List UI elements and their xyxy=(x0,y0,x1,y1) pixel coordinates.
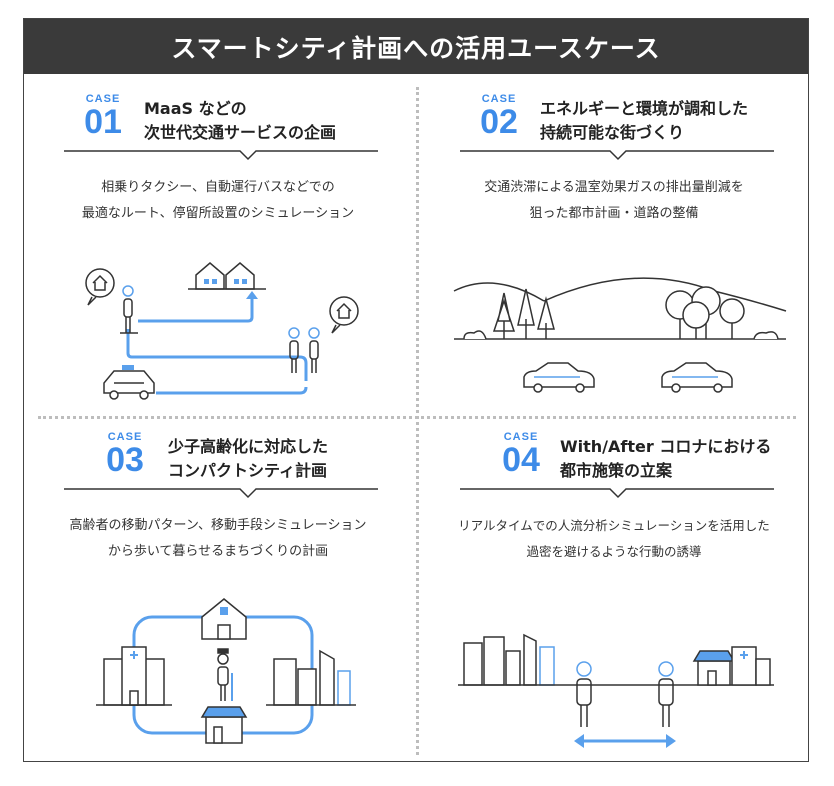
car-icon xyxy=(661,362,733,393)
building-icon xyxy=(266,649,356,706)
hospital-icon xyxy=(731,646,771,686)
environment-illustration xyxy=(453,277,787,393)
case-panel-04: CASE 04 With/After コロナにおける 都市施策の立案 リアルタイ… xyxy=(434,429,794,749)
infographic-frame: スマートシティ計画への活用ユースケース CASE 01 MaaS などの 次世代… xyxy=(23,18,809,762)
case-badge: CASE 01 xyxy=(68,93,138,139)
house-icon xyxy=(85,268,115,306)
case-title-line2: 持続可能な街づくり xyxy=(540,123,685,142)
case-title: 少子高齢化に対応した コンパクトシティ計画 xyxy=(168,435,328,483)
crowd-avoidance-illustration xyxy=(458,633,774,748)
case-description: リアルタイムでの人流分析シミュレーションを活用した 過密を避けるような行動の誘導 xyxy=(444,513,784,565)
case-label: CASE xyxy=(85,93,121,105)
tree-icon xyxy=(463,288,555,340)
case-title-line2: コンパクトシティ計画 xyxy=(168,461,328,480)
case-badge: CASE 02 xyxy=(464,93,534,139)
shop-icon xyxy=(200,706,248,744)
title-underline xyxy=(64,488,378,499)
case-label: CASE xyxy=(481,93,517,105)
desc-line2: 狙った都市計画・道路の整備 xyxy=(529,206,699,221)
people-icon xyxy=(288,327,320,373)
title-underline xyxy=(460,150,774,161)
car-icon xyxy=(523,362,595,393)
case-panel-01: CASE 01 MaaS などの 次世代交通サービスの企画 相乗りタクシー、自動… xyxy=(38,91,398,411)
person-icon xyxy=(576,661,592,727)
case-title: エネルギーと環境が調和した 持続可能な街づくり xyxy=(540,97,748,145)
route-line xyxy=(126,299,308,395)
distance-arrow-icon xyxy=(574,734,676,748)
hills xyxy=(453,277,787,340)
case-badge: CASE 04 xyxy=(486,431,556,477)
case-number: 03 xyxy=(106,441,144,479)
house-icon xyxy=(201,598,247,640)
case-number: 02 xyxy=(480,103,518,141)
case-title: MaaS などの 次世代交通サービスの企画 xyxy=(144,97,336,145)
case-title: With/After コロナにおける 都市施策の立案 xyxy=(560,435,771,483)
desc-line1: 交通渋滞による温室効果ガスの排出量削減を xyxy=(484,180,744,195)
case-description: 高齢者の移動パターン、移動手段シミュレーション から歩いて暮らせるまちづくりの計… xyxy=(48,513,388,565)
desc-line1: リアルタイムでの人流分析シミュレーションを活用した xyxy=(458,518,770,533)
case-description: 交通渋滞による温室効果ガスの排出量削減を 狙った都市計画・道路の整備 xyxy=(444,175,784,227)
case-number: 01 xyxy=(84,103,122,141)
mobility-illustration xyxy=(85,262,359,400)
desc-line2: 最適なルート、停留所設置のシミュレーション xyxy=(81,206,355,221)
case-label: CASE xyxy=(503,431,539,443)
desc-line1: 相乗りタクシー、自動運行バスなどでの xyxy=(101,180,335,195)
desc-line2: 過密を避けるような行動の誘導 xyxy=(526,544,702,559)
title-underline xyxy=(64,150,378,161)
houses-icon xyxy=(188,262,266,290)
case-title-line2: 次世代交通サービスの企画 xyxy=(144,123,337,142)
desc-line1: 高齢者の移動パターン、移動手段シミュレーション xyxy=(69,518,367,533)
case-title-line2: 都市施策の立案 xyxy=(560,461,673,480)
title-underline xyxy=(460,488,774,499)
desc-line2: から歩いて暮らせるまちづくりの計画 xyxy=(107,544,329,559)
case-title-line1: MaaS などの xyxy=(144,99,247,118)
page-title: スマートシティ計画への活用ユースケース xyxy=(171,33,661,63)
case-panel-03: CASE 03 少子高齢化に対応した コンパクトシティ計画 高齢者の移動パターン… xyxy=(38,429,398,749)
hospital-icon xyxy=(96,646,172,706)
compact-city-illustration xyxy=(96,598,356,744)
horizontal-divider xyxy=(38,416,796,419)
case-badge: CASE 03 xyxy=(90,431,160,477)
case-title-line1: 少子高齢化に対応した xyxy=(168,437,329,456)
person-icon xyxy=(217,648,233,701)
vertical-divider xyxy=(416,87,419,755)
case-label: CASE xyxy=(107,431,143,443)
case-title-line1: エネルギーと環境が調和した xyxy=(540,99,749,118)
header-bar: スマートシティ計画への活用ユースケース xyxy=(24,19,808,74)
case-description: 相乗りタクシー、自動運行バスなどでの 最適なルート、停留所設置のシミュレーション xyxy=(48,175,388,227)
person-icon xyxy=(658,661,674,727)
tree-icon xyxy=(665,286,779,340)
person-icon xyxy=(120,285,138,334)
taxi-icon xyxy=(103,365,155,400)
case-number: 04 xyxy=(502,441,540,479)
case-panel-02: CASE 02 エネルギーと環境が調和した 持続可能な街づくり 交通渋滞による温… xyxy=(434,91,794,411)
house-icon xyxy=(329,296,359,334)
arrow-icon xyxy=(246,291,258,299)
case-title-line1: With/After コロナにおける xyxy=(560,437,772,456)
shop-icon xyxy=(692,650,736,686)
